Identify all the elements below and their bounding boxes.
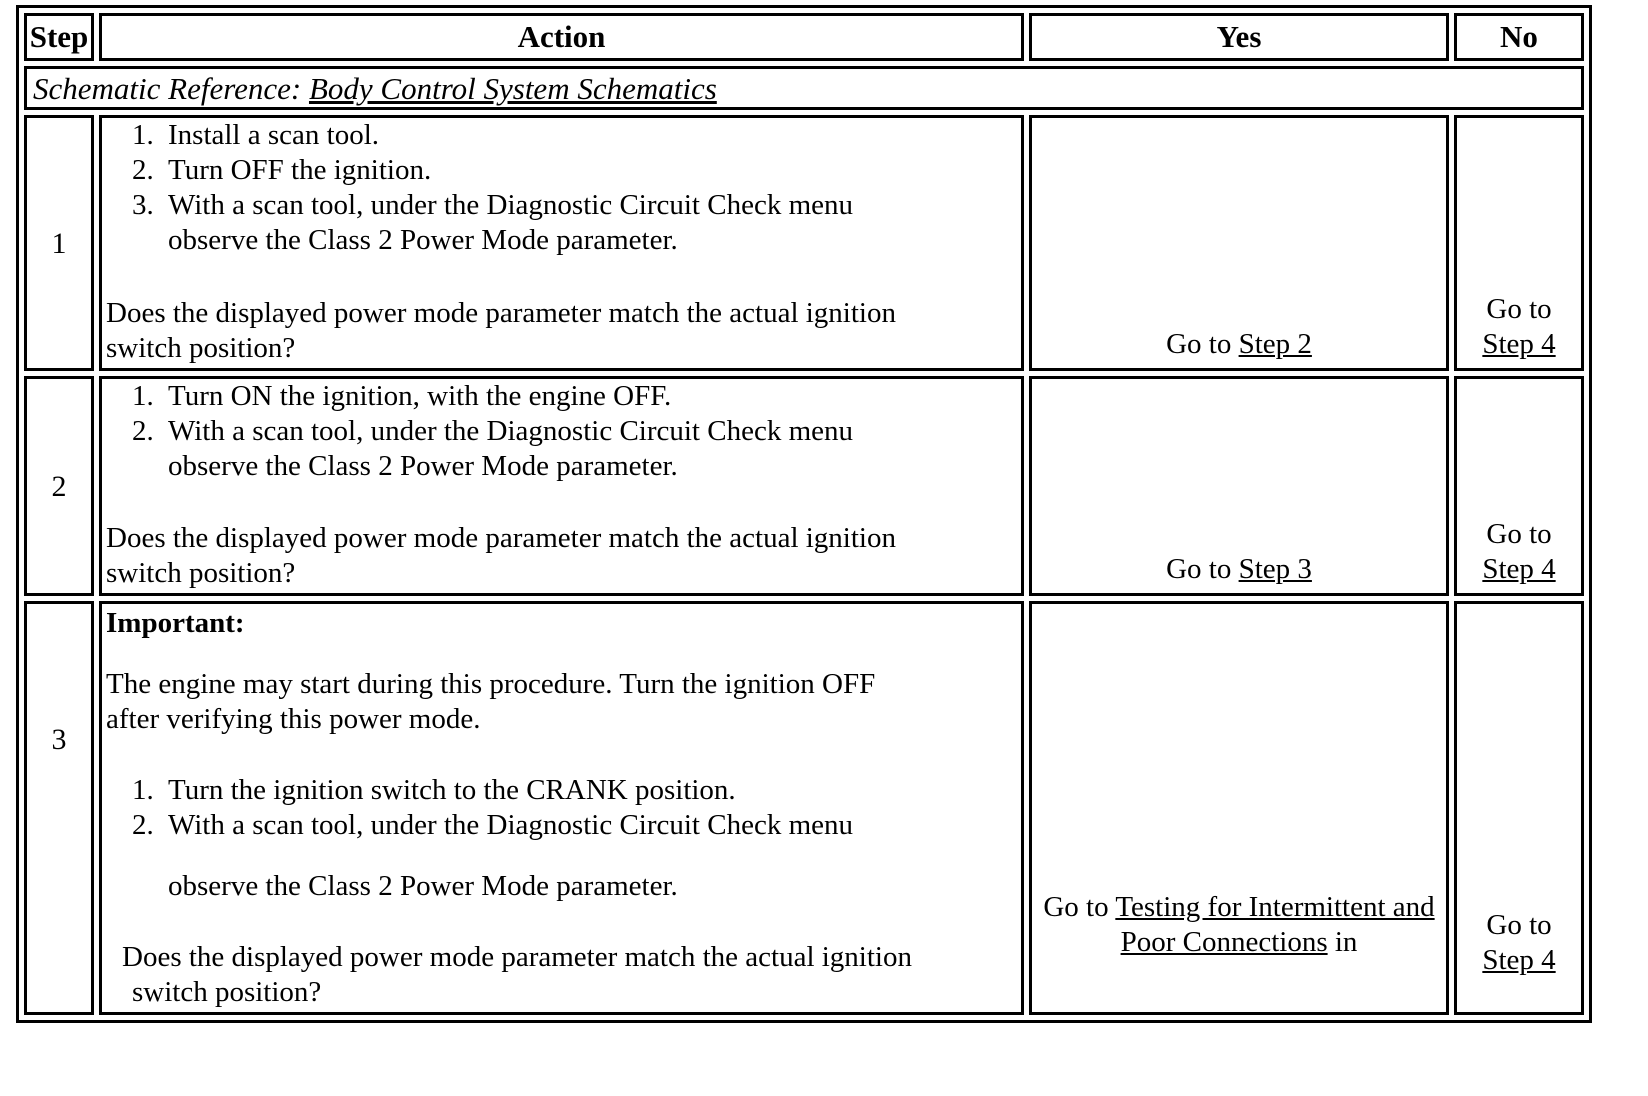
list-item-number: 1. — [132, 380, 154, 412]
header-no-cell: No — [1454, 13, 1584, 61]
header-yes-cell: Yes — [1029, 13, 1449, 61]
goto-prefix: Go to — [1166, 553, 1239, 585]
goto-prefix: Go to — [1486, 518, 1552, 550]
goto-prefix: Go to — [1166, 328, 1239, 360]
question-text: Does the displayed power mode parameter … — [106, 297, 896, 364]
list-item: 1. Install a scan tool. — [106, 118, 1017, 153]
goto-step-4-link[interactable]: Step 4 — [1482, 944, 1556, 976]
list-item: 2. With a scan tool, under the Diagnosti… — [106, 808, 1017, 843]
action-cell: Important: The engine may start during t… — [99, 601, 1024, 1015]
question-text: Does the displayed power mode parameter … — [122, 941, 912, 1008]
goto-prefix: Go to — [1043, 891, 1116, 923]
list-item: 3. With a scan tool, under the Diagnosti… — [106, 188, 1017, 258]
header-action-cell: Action — [99, 13, 1024, 61]
goto-prefix: Go to — [1486, 909, 1552, 941]
step-number: 1 — [24, 115, 94, 371]
list-item-number: 1. — [132, 119, 154, 151]
list-item-number: 2. — [132, 809, 154, 841]
important-note: The engine may start during this procedu… — [106, 668, 876, 735]
list-item-text: Turn OFF the ignition. — [168, 154, 432, 186]
table-row-step-2: 2 1. Turn ON the ignition, with the engi… — [24, 376, 1584, 596]
list-item-text: Turn ON the ignition, with the engine OF… — [168, 380, 672, 412]
diagnostic-table: Step Action Yes No Schematic Reference: … — [16, 5, 1592, 1023]
yes-cell: Go to Step 2 — [1029, 115, 1449, 371]
yes-cell: Go to Step 3 — [1029, 376, 1449, 596]
list-item-number: 2. — [132, 154, 154, 186]
list-item-text: Turn the ignition switch to the CRANK po… — [168, 774, 736, 806]
table-row-step-1: 1 1. Install a scan tool. 2. Turn OFF th… — [24, 115, 1584, 371]
list-item-continuation: observe the Class 2 Power Mode parameter… — [168, 870, 678, 902]
step-number: 2 — [24, 376, 94, 596]
action-cell: 1. Install a scan tool. 2. Turn OFF the … — [99, 115, 1024, 371]
goto-step-3-link[interactable]: Step 3 — [1238, 553, 1312, 585]
header-step-cell: Step — [24, 13, 94, 61]
list-item-text: With a scan tool, under the Diagnostic C… — [168, 189, 853, 256]
list-item: 2. With a scan tool, under the Diagnosti… — [106, 414, 1017, 484]
testing-for-intermittent-link[interactable]: Testing for Intermittent and Poor Connec… — [1115, 891, 1435, 958]
schematic-reference-cell: Schematic Reference: Body Control System… — [24, 66, 1584, 110]
list-item-number: 2. — [132, 415, 154, 447]
yes-cell: Go to Testing for Intermittent and Poor … — [1029, 601, 1449, 1015]
list-item-text: With a scan tool, under the Diagnostic C… — [168, 809, 853, 841]
goto-step-4-link[interactable]: Step 4 — [1482, 553, 1556, 585]
goto-step-2-link[interactable]: Step 2 — [1238, 328, 1312, 360]
list-item: 2. Turn OFF the ignition. — [106, 153, 1017, 188]
question-text: Does the displayed power mode parameter … — [106, 522, 896, 589]
no-cell: Go to Step 4 — [1454, 376, 1584, 596]
goto-prefix: Go to — [1486, 293, 1552, 325]
list-item: 1. Turn the ignition switch to the CRANK… — [106, 773, 1017, 808]
schematic-reference-link[interactable]: Body Control System Schematics — [308, 70, 717, 106]
step-number: 3 — [24, 601, 94, 1015]
no-cell: Go to Step 4 — [1454, 601, 1584, 1015]
header-row: Step Action Yes No — [24, 13, 1584, 61]
action-cell: 1. Turn ON the ignition, with the engine… — [99, 376, 1024, 596]
list-item-number: 3. — [132, 189, 154, 221]
schematic-reference-row: Schematic Reference: Body Control System… — [24, 66, 1584, 110]
list-block: 1. Turn the ignition switch to the CRANK… — [106, 773, 1017, 843]
list-item: 1. Turn ON the ignition, with the engine… — [106, 379, 1017, 414]
list-item-number: 1. — [132, 774, 154, 806]
goto-suffix: in — [1327, 926, 1358, 958]
no-cell: Go to Step 4 — [1454, 115, 1584, 371]
goto-step-4-link[interactable]: Step 4 — [1482, 328, 1556, 360]
list-item-text: With a scan tool, under the Diagnostic C… — [168, 415, 853, 482]
table-row-step-3: 3 Important: The engine may start during… — [24, 601, 1584, 1015]
schematic-reference-label: Schematic Reference: — [33, 70, 309, 106]
important-heading: Important: — [106, 607, 245, 639]
list-item-text: Install a scan tool. — [168, 119, 380, 151]
